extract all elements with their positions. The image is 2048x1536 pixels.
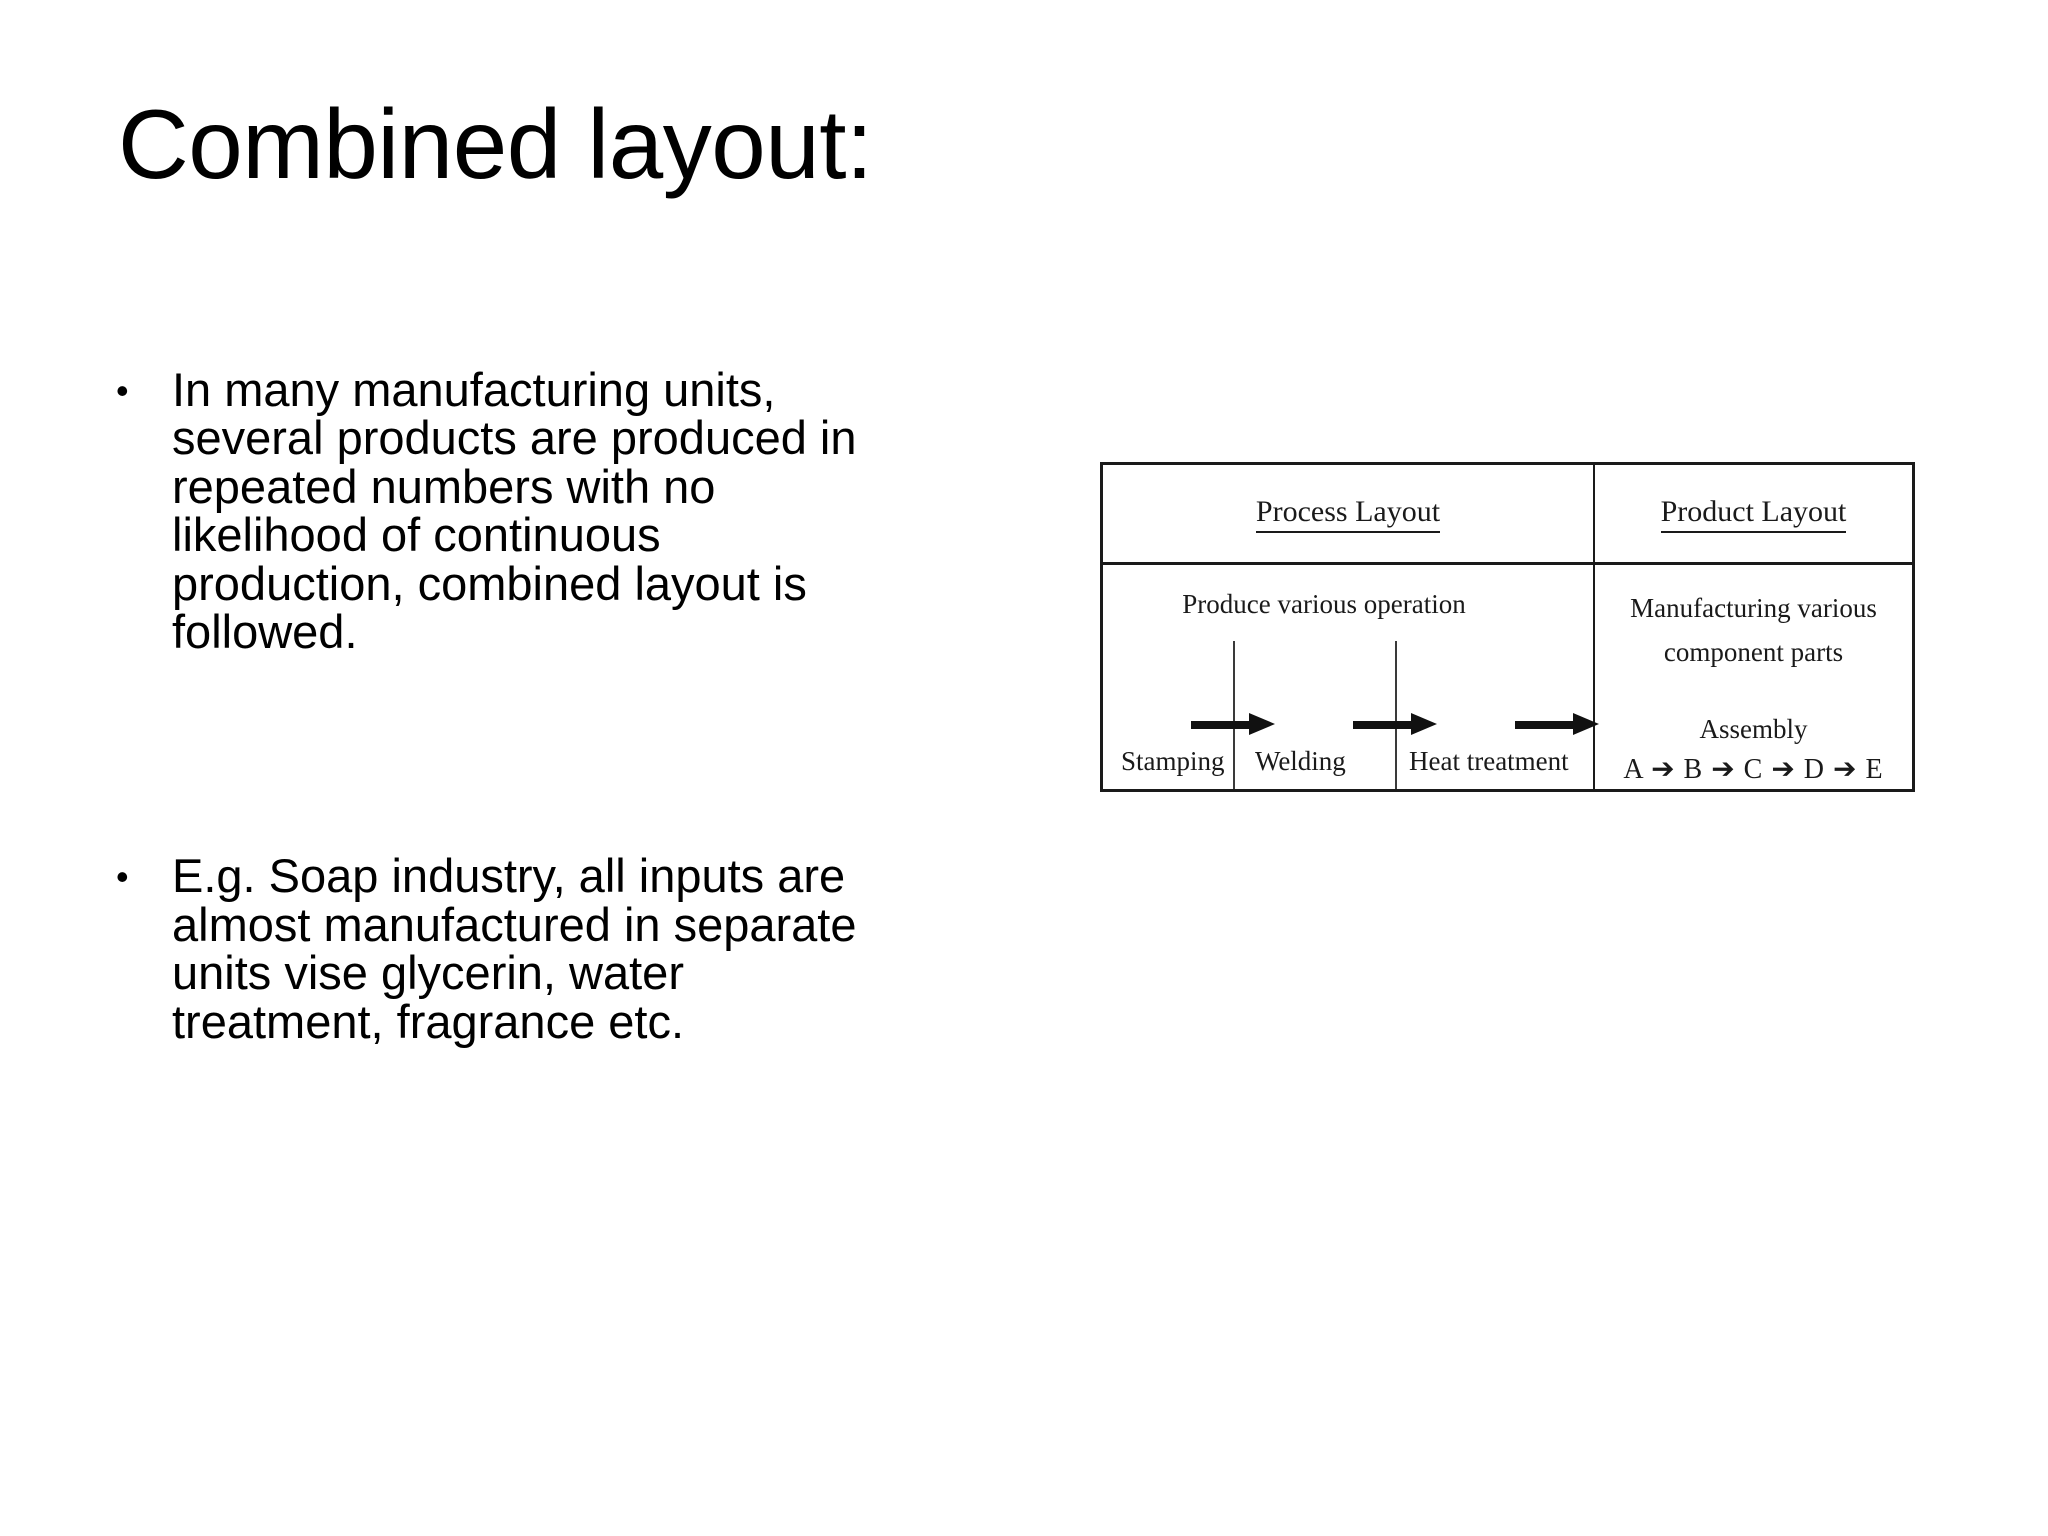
- bullet-list: • In many manufacturing units, several p…: [110, 363, 890, 1046]
- cell-divider-1: [1233, 641, 1235, 789]
- flow-arrow-2-icon: [1353, 713, 1439, 735]
- assembly-label: Assembly: [1699, 714, 1808, 744]
- diagram-header-row: Process Layout Product Layout: [1103, 465, 1912, 565]
- assembly-chain: A ➔ B ➔ C ➔ D ➔ E: [1623, 754, 1884, 785]
- bullet-text: E.g. Soap industry, all inputs are almos…: [172, 849, 857, 1048]
- diagram-header-cell-product: Product Layout: [1595, 465, 1912, 562]
- diagram-body-row: Produce various operation Stamping Weldi…: [1103, 565, 1912, 789]
- list-item: • In many manufacturing units, several p…: [110, 363, 890, 659]
- product-caption-line-1: Manufacturing various: [1630, 593, 1877, 623]
- cell-divider-2: [1395, 641, 1397, 789]
- diagram-header-cell-process: Process Layout: [1103, 465, 1595, 562]
- flow-arrow-3-icon: [1515, 713, 1601, 735]
- bullet-marker-icon: •: [116, 856, 129, 898]
- process-stage-labels: Stamping Welding Heat treatment: [1103, 746, 1593, 787]
- process-caption: Produce various operation: [1182, 589, 1466, 619]
- product-layout-heading: Product Layout: [1660, 495, 1847, 533]
- product-caption: Manufacturing various component parts: [1595, 587, 1912, 674]
- bullet-text: In many manufacturing units, several pro…: [172, 363, 857, 659]
- stage-label-stamping: Stamping: [1121, 746, 1225, 776]
- flow-arrow-1-icon: [1191, 713, 1277, 735]
- bullet-marker-icon: •: [116, 370, 129, 411]
- list-item: • E.g. Soap industry, all inputs are alm…: [110, 852, 890, 1046]
- stage-label-welding: Welding: [1255, 746, 1346, 776]
- layout-comparison-diagram: Process Layout Product Layout Produce va…: [1100, 462, 1915, 792]
- product-caption-line-2: component parts: [1663, 636, 1844, 667]
- process-layout-heading: Process Layout: [1255, 495, 1441, 533]
- page-title: Combined layout:: [118, 89, 873, 199]
- product-layout-panel: Manufacturing various component parts As…: [1595, 565, 1912, 789]
- stage-label-heat-treatment: Heat treatment: [1409, 746, 1569, 776]
- process-layout-panel: Produce various operation Stamping Weldi…: [1103, 565, 1599, 789]
